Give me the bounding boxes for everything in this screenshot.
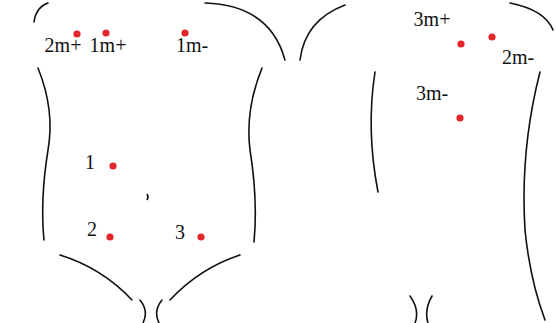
electrode-dots [73,29,495,240]
callout-label: 1m- [176,35,208,55]
callout-label: 2m+ [45,35,82,55]
shoulder-line [205,3,285,60]
body-side [249,68,262,242]
body-outline [34,3,553,323]
callout-label: 3m+ [414,9,451,29]
leg-line [140,300,145,323]
electrode-dot [456,114,463,121]
electrode-dot [488,33,495,40]
shoulder-line [510,3,553,30]
neck-line [34,3,48,22]
groin-line [60,255,132,300]
shoulder-line [300,5,345,60]
body-side [524,72,545,320]
leg-line [410,296,417,323]
callout-label: 2 [87,219,97,239]
body-side [38,68,50,240]
callout-label: 2m- [502,47,534,67]
callout-label: 1m+ [90,35,127,55]
electrode-dot [457,40,464,47]
electrode-dot [106,233,113,240]
electrode-dot [109,162,116,169]
leg-line [157,300,162,323]
callout-label: 3m- [416,83,448,103]
electrode-dot [197,233,204,240]
callout-label: 1 [85,152,95,172]
leg-line [427,296,432,323]
groin-line [170,255,240,300]
navel-mark [147,194,148,200]
body-side [371,72,378,192]
callout-label: 3 [175,222,185,242]
